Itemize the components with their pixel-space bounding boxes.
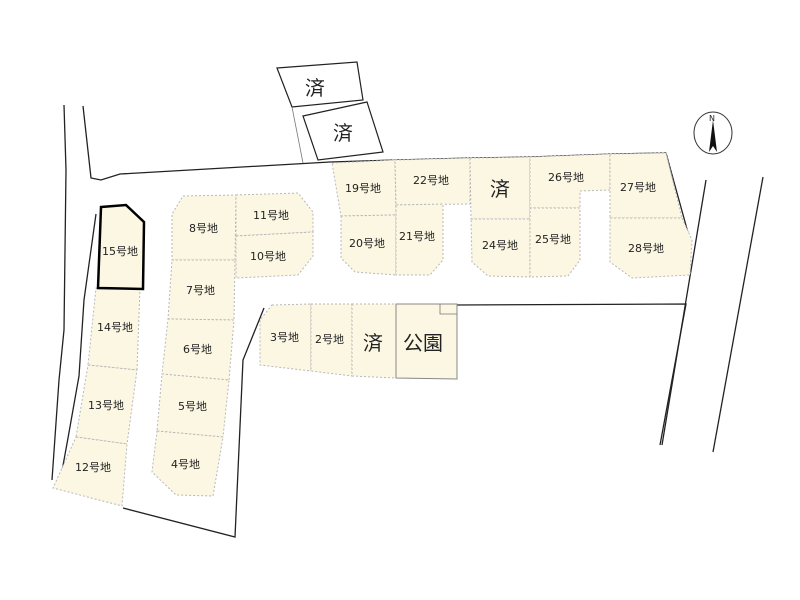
lot-12-label[interactable]: 12号地	[75, 461, 111, 474]
top-right-lots	[331, 152, 693, 279]
lot-7-label[interactable]: 7号地	[186, 284, 215, 297]
lot-8-label[interactable]: 8号地	[189, 222, 218, 235]
lot-25-label[interactable]: 25号地	[535, 233, 571, 246]
left-column-lots	[52, 203, 146, 507]
lot-11-label[interactable]: 11号地	[253, 209, 289, 222]
lot-3-label[interactable]: 3号地	[270, 331, 299, 344]
park-label[interactable]: 公園	[403, 331, 443, 355]
sold-mark-top-2: 済	[333, 121, 353, 145]
lot-15-label[interactable]: 15号地	[102, 245, 138, 258]
lot-26-label[interactable]: 26号地	[548, 171, 584, 184]
sold-mark-top-right: 済	[490, 177, 510, 201]
sold-mark-middle: 済	[363, 331, 383, 355]
lot-5-label[interactable]: 5号地	[178, 400, 207, 413]
center-left-lots	[151, 192, 314, 497]
lot-20-label[interactable]: 20号地	[349, 237, 385, 250]
lot-28-label[interactable]: 28号地	[628, 242, 664, 255]
lot-14-label[interactable]: 14号地	[97, 321, 133, 334]
lot-19-label[interactable]: 19号地	[345, 182, 381, 195]
north-arrow: N	[693, 111, 733, 155]
lot-4-label[interactable]: 4号地	[171, 458, 200, 471]
lot-13-label[interactable]: 13号地	[88, 399, 124, 412]
lot-2-label[interactable]: 2号地	[315, 333, 344, 346]
lot-22-label[interactable]: 22号地	[413, 174, 449, 187]
lot-24-label[interactable]: 24号地	[482, 239, 518, 252]
sold-mark-top-1: 済	[305, 76, 325, 100]
lot-21-label[interactable]: 21号地	[399, 230, 435, 243]
middle-row-lots	[259, 303, 458, 380]
lot-27-label[interactable]: 27号地	[620, 181, 656, 194]
road-lines	[51, 104, 764, 538]
sold-top-block: 済 済	[276, 61, 384, 164]
lot-10-label[interactable]: 10号地	[250, 250, 286, 263]
north-label: N	[709, 114, 715, 123]
lot-6-label[interactable]: 6号地	[183, 343, 212, 356]
lot-15-area	[96, 203, 146, 291]
